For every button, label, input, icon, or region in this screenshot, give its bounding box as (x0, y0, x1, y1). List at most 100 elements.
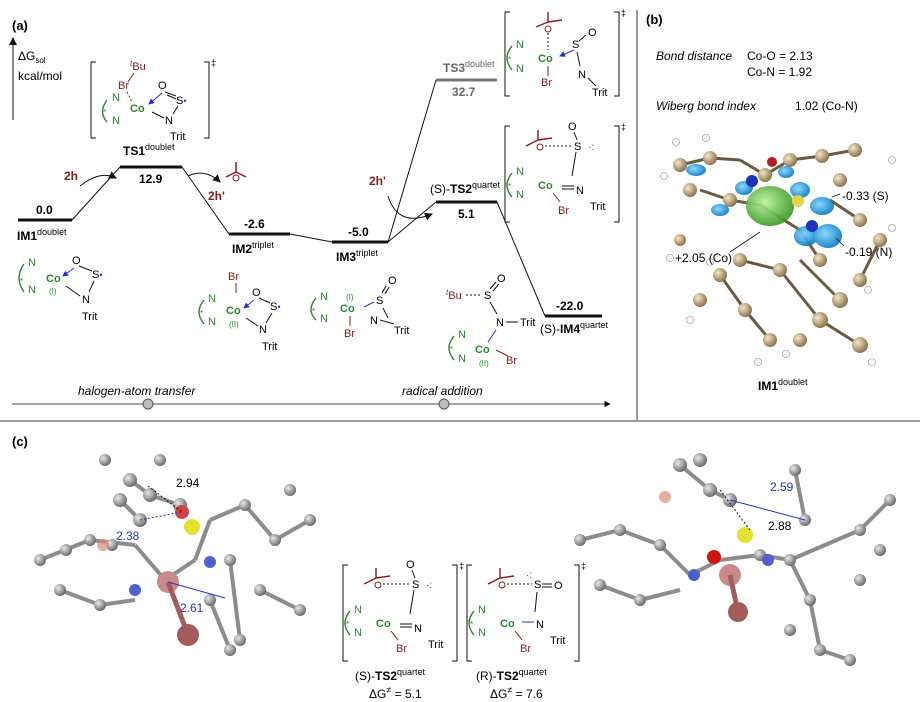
svg-text:Br: Br (520, 643, 531, 655)
svg-text:*: * (312, 307, 315, 316)
name-IM2: IM2triplet (232, 240, 275, 256)
panel-b-label: (b) (646, 12, 663, 27)
structure-IM3: N N * Co (I) Br S O N Trit (310, 275, 409, 340)
name-IM3: IM3triplet (336, 248, 379, 264)
svg-text:N: N (496, 317, 504, 329)
axis-unit: kcal/mol (18, 69, 62, 83)
svg-text:Trit: Trit (82, 311, 97, 323)
svg-text:Trit: Trit (550, 635, 565, 647)
name-TS1: TS1doublet (123, 142, 175, 158)
svg-text:N: N (208, 316, 216, 328)
right-distance-288: 2.88 (768, 519, 792, 533)
svg-text:S•: S• (270, 301, 281, 313)
svg-text:N: N (354, 627, 362, 639)
value-IM2: -2.6 (244, 217, 265, 231)
svg-text:Trit: Trit (520, 317, 535, 329)
svg-text:Br: Br (228, 271, 239, 283)
left-distance-294: 2.94 (176, 476, 200, 490)
svg-text:Co: Co (46, 273, 61, 285)
value-IM4: -22.0 (556, 299, 584, 313)
structure-S-TS2-panel-c: ‡ S O ·: N N * Co N Trit Br (342, 559, 464, 662)
left-distance-261: 2.61 (180, 601, 204, 615)
svg-text:‡: ‡ (459, 561, 464, 571)
svg-text:O: O (554, 580, 563, 592)
svg-text:S: S (574, 141, 581, 153)
svg-text:S: S (572, 39, 579, 51)
svg-text:*: * (20, 277, 23, 286)
value-TS1: 12.9 (139, 172, 163, 186)
svg-text:Br: Br (558, 205, 569, 217)
spin-label-n: -0.19 (N) (845, 245, 892, 259)
s-ts2-energy: ΔG≠ = 5.1 (369, 685, 422, 701)
svg-text:(II): (II) (229, 320, 239, 329)
svg-text:Br: Br (541, 77, 552, 89)
svg-text:Trit: Trit (262, 341, 277, 353)
svg-text:O: O (588, 27, 597, 39)
svg-text:N: N (165, 115, 173, 127)
svg-text:N: N (578, 69, 586, 81)
left-distance-238: 2.38 (116, 529, 140, 543)
bond-distance-label: Bond distance (656, 49, 732, 63)
structure-IM1: N N * Co (I) O S• N Trit (18, 255, 103, 323)
value-IM3: -5.0 (348, 225, 369, 239)
wiberg-label: Wiberg bond index (656, 99, 757, 113)
svg-text:Co: Co (130, 103, 145, 115)
svg-text:tBu: tBu (130, 59, 146, 73)
name-TS3: TS3doublet (443, 59, 495, 75)
reagent-2h-prime-out: 2h' (208, 189, 225, 203)
ts2-s-3d-structure (34, 454, 316, 656)
svg-text:N: N (208, 293, 216, 305)
svg-text:N: N (112, 92, 120, 104)
panel-c-label: (c) (12, 434, 28, 449)
svg-text:N: N (458, 329, 466, 341)
svg-text:O: O (388, 275, 397, 287)
svg-text:·:: ·: (526, 570, 532, 581)
structure-TS3: ‡ N N * Co Br S O N Trit (504, 8, 626, 99)
svg-text:*: * (103, 108, 106, 117)
svg-text:Br: Br (396, 643, 407, 655)
structure-IM2: Br N N * Co (II) O S• N Trit (198, 271, 281, 353)
step-label-radical-addition: radical addition (402, 384, 483, 398)
svg-text:N: N (516, 39, 524, 51)
value-IM1: 0.0 (36, 203, 53, 217)
svg-text:*: * (470, 620, 473, 629)
spin-label-co: +2.05 (Co) (675, 251, 732, 265)
svg-text:N: N (516, 189, 524, 201)
svg-text:N: N (320, 313, 328, 325)
svg-text:Br: Br (506, 355, 517, 367)
svg-text:O: O (72, 255, 81, 267)
step-marker-1 (142, 398, 154, 410)
svg-text:*: * (450, 345, 453, 354)
panel-b-caption: IM1doublet (758, 377, 808, 393)
svg-text:S: S (534, 579, 541, 591)
structure-R-TS2-panel-c: ‡ S ·: O N N * Co N Trit Br (466, 561, 586, 662)
svg-text:O: O (406, 559, 415, 571)
svg-text:Co: Co (538, 180, 553, 192)
svg-text:S•: S• (92, 269, 103, 281)
svg-text:N: N (28, 257, 36, 269)
ts2-r-3d-structure (574, 453, 896, 666)
name-TS2: (S)-TS2quartet (430, 180, 501, 196)
svg-text:S: S (376, 295, 383, 307)
svg-text:N: N (259, 324, 267, 336)
svg-text:Trit: Trit (428, 639, 443, 651)
svg-text:*: * (508, 55, 511, 64)
svg-text:Co: Co (340, 303, 355, 315)
structure-TS1: ‡ tBu Br Co N N * O S• N Trit (90, 58, 216, 143)
svg-text:N: N (82, 294, 90, 306)
right-distance-259: 2.59 (770, 480, 794, 494)
reagent-2h: 2h (64, 169, 78, 183)
svg-text:·:: ·: (426, 580, 432, 591)
svg-text:*: * (346, 620, 349, 629)
svg-text:N: N (320, 291, 328, 303)
svg-text:(II): (II) (479, 359, 489, 368)
svg-text:N: N (536, 619, 544, 631)
svg-text:O: O (568, 121, 577, 133)
svg-text:N: N (478, 604, 486, 616)
svg-text:N: N (478, 627, 486, 639)
svg-text:S•: S• (176, 95, 187, 107)
bond-co-o: Co-O = 2.13 (747, 49, 813, 63)
svg-text:Trit: Trit (170, 131, 185, 143)
panel-a-label: (a) (12, 18, 28, 33)
svg-text:Co: Co (226, 305, 241, 317)
